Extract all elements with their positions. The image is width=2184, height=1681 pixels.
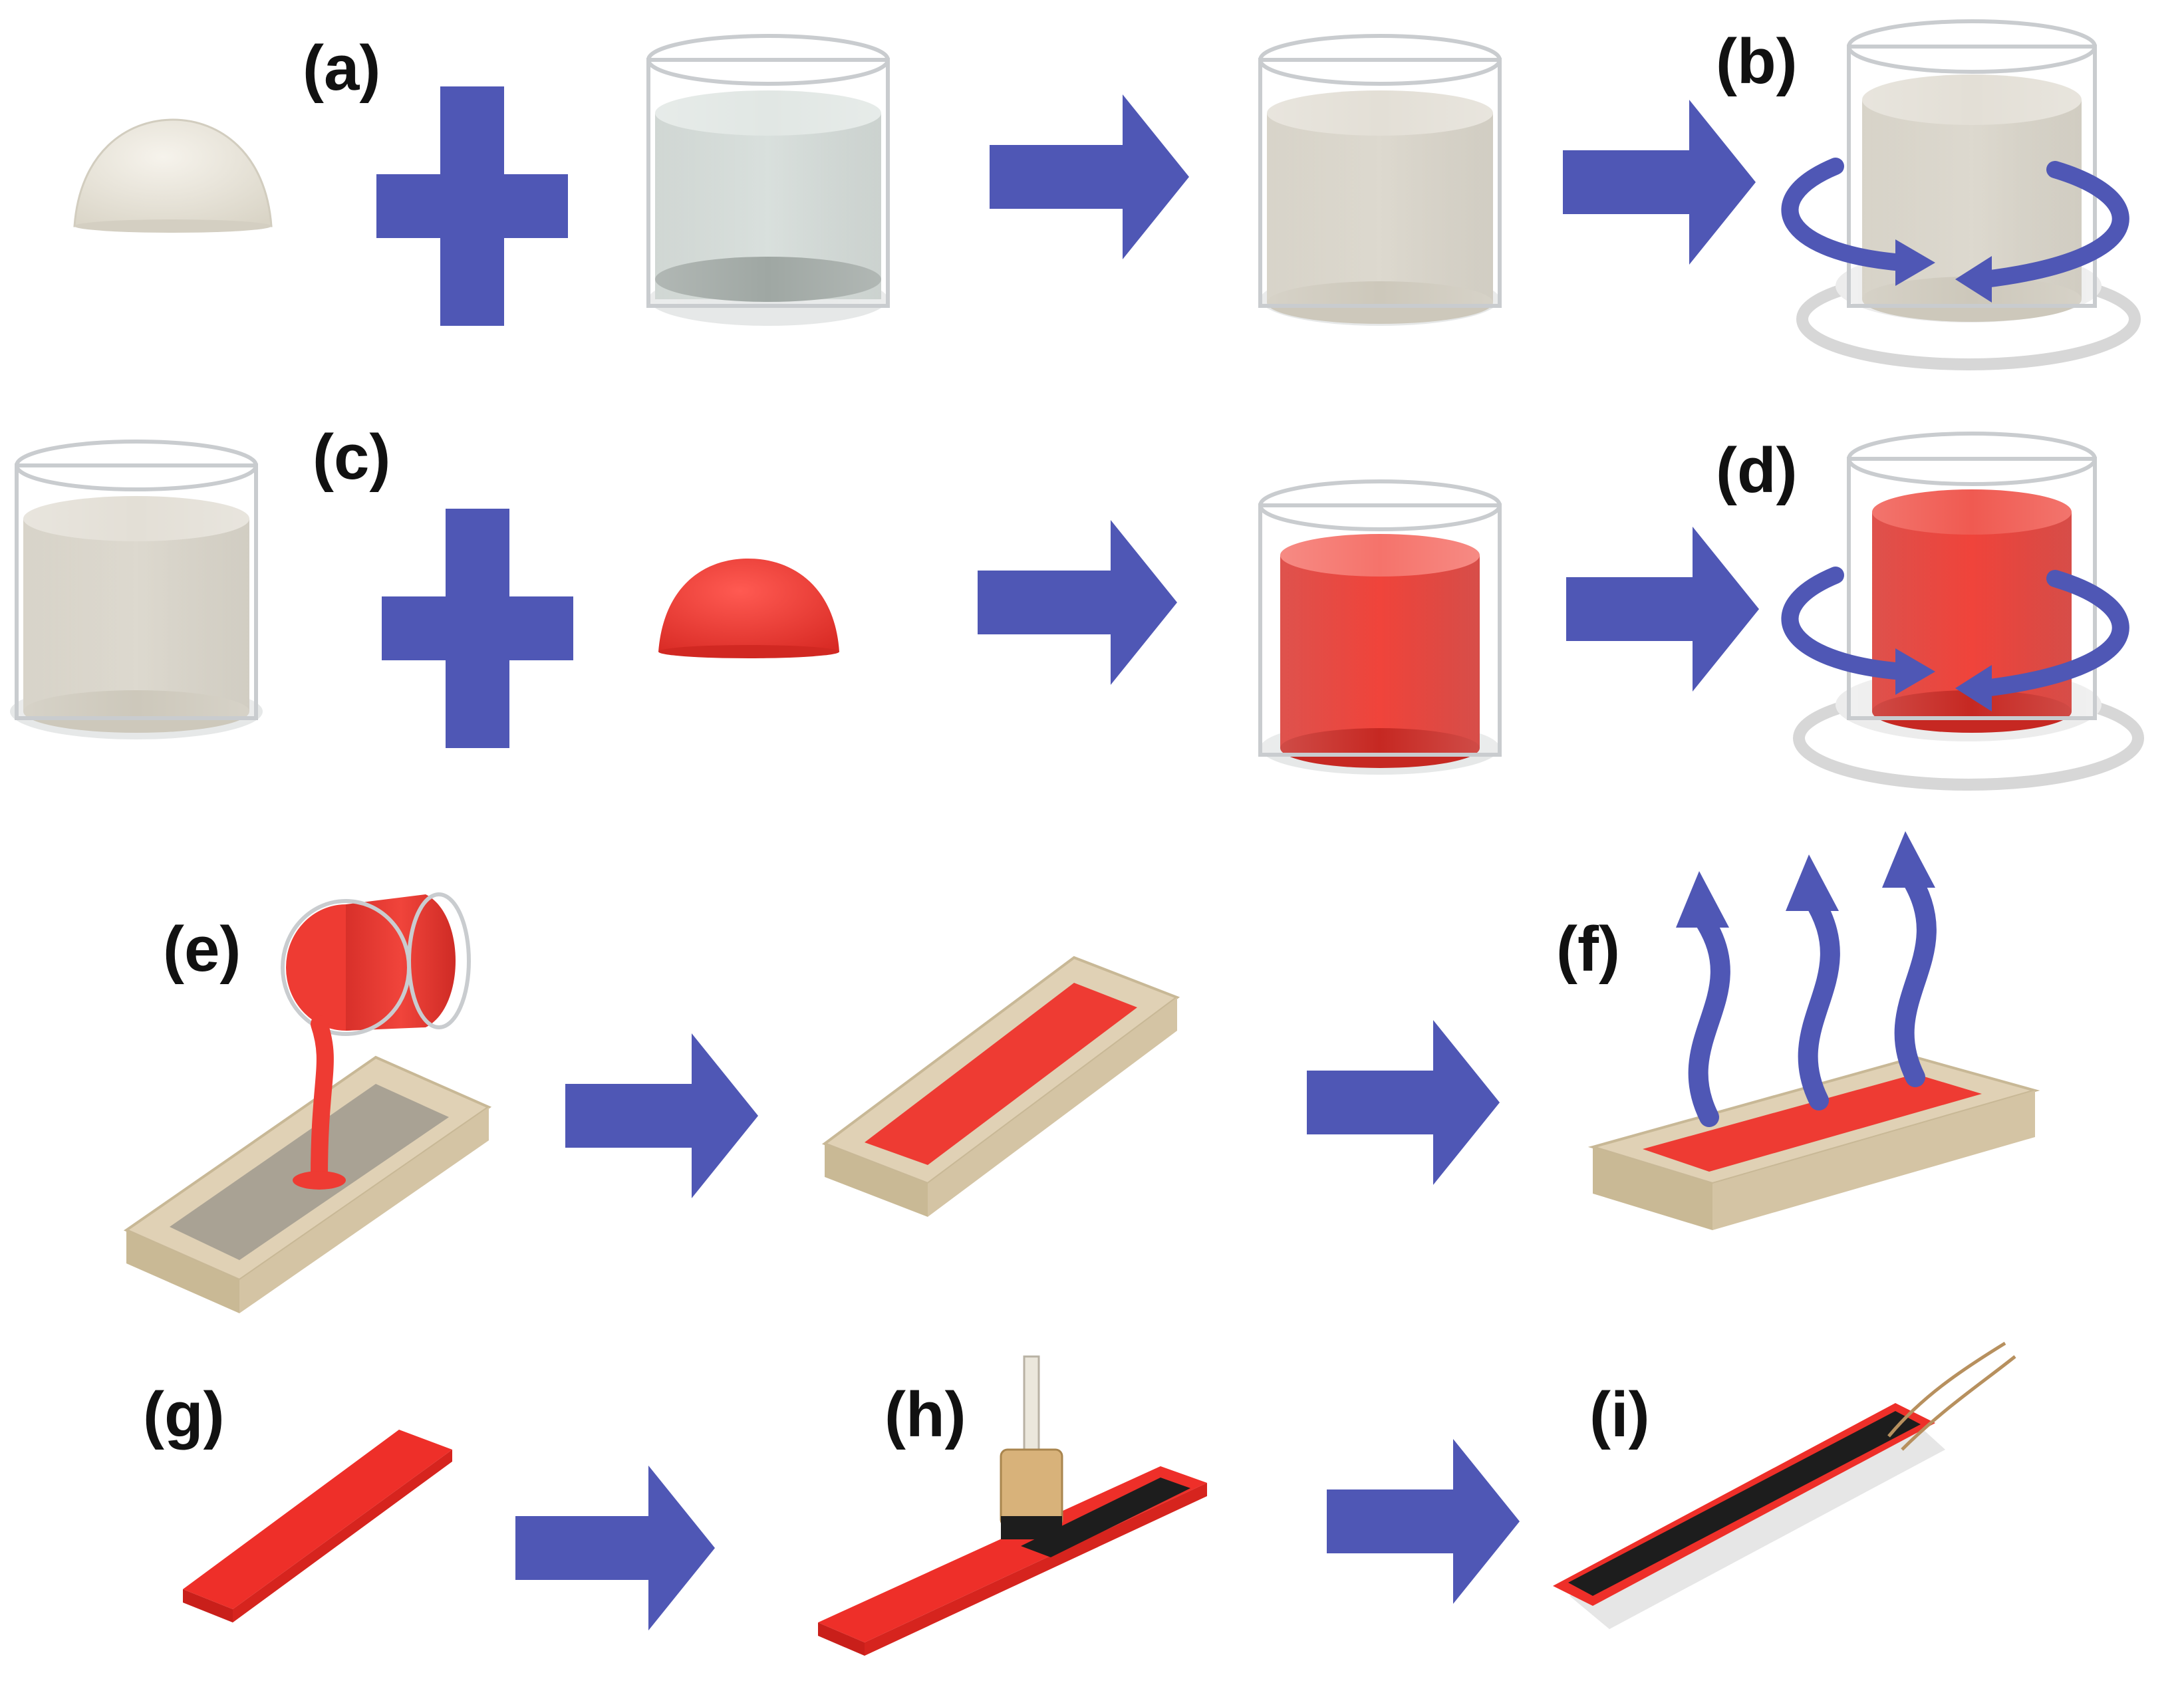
carbon-coating [1021, 1478, 1190, 1557]
step-e-group [123, 892, 758, 1313]
step-e-filled-group [821, 956, 1500, 1217]
stir-rotation-icon [1781, 567, 2129, 697]
pouring-beaker [281, 892, 471, 1036]
step-f-group [1587, 831, 2040, 1230]
step-label-f: (f) [1556, 914, 1620, 985]
carbon-coating [1568, 1411, 1921, 1596]
arrow-right-icon [990, 94, 1189, 259]
wire-lead-icon [1887, 1341, 2006, 1438]
step-label-e: (e) [163, 914, 241, 985]
heat-wave-icon [1688, 908, 1730, 1127]
step-d-group [1781, 432, 2144, 791]
step-b-group [1781, 19, 2141, 370]
heat-wave-icon [1798, 888, 1840, 1110]
beaker-solvent [646, 34, 890, 326]
step-i-group [1553, 1341, 2016, 1629]
heat-wave-icon [1894, 864, 1937, 1087]
arrow-right-icon [978, 520, 1177, 685]
beaker-mixture [1258, 34, 1502, 326]
brush-icon [1000, 1355, 1063, 1539]
beaker-mixture [10, 440, 263, 739]
step-label-d: (d) [1716, 435, 1798, 506]
step-label-g: (g) [143, 1379, 225, 1450]
step-h-group [818, 1355, 1520, 1656]
pigment-dome [658, 559, 839, 652]
powder-dome [73, 118, 273, 227]
step-a-group [73, 34, 1756, 326]
wire-lead-icon [1901, 1355, 2016, 1451]
arrow-right-icon [1307, 1020, 1500, 1185]
beaker-red [1258, 479, 1502, 775]
stir-rotation-icon [1781, 158, 2129, 288]
step-label-c: (c) [313, 422, 391, 493]
arrow-right-icon [1327, 1439, 1520, 1604]
arrow-right-icon [515, 1466, 715, 1630]
step-label-b: (b) [1716, 26, 1798, 97]
arrow-right-icon [1566, 527, 1759, 692]
arrow-right-icon [565, 1033, 758, 1198]
plus-icon [382, 509, 573, 748]
red-strip [183, 1430, 452, 1609]
plus-icon [376, 86, 568, 326]
red-elastomer [1643, 1074, 1982, 1172]
arrow-right-icon [1563, 100, 1756, 265]
red-elastomer [865, 983, 1137, 1165]
step-c-group [10, 440, 1759, 775]
pour-stream [311, 1015, 334, 1186]
step-label-a: (a) [303, 33, 381, 104]
step-label-h: (h) [885, 1379, 966, 1450]
step-label-i: (i) [1589, 1379, 1650, 1450]
step-g-group [183, 1430, 715, 1630]
